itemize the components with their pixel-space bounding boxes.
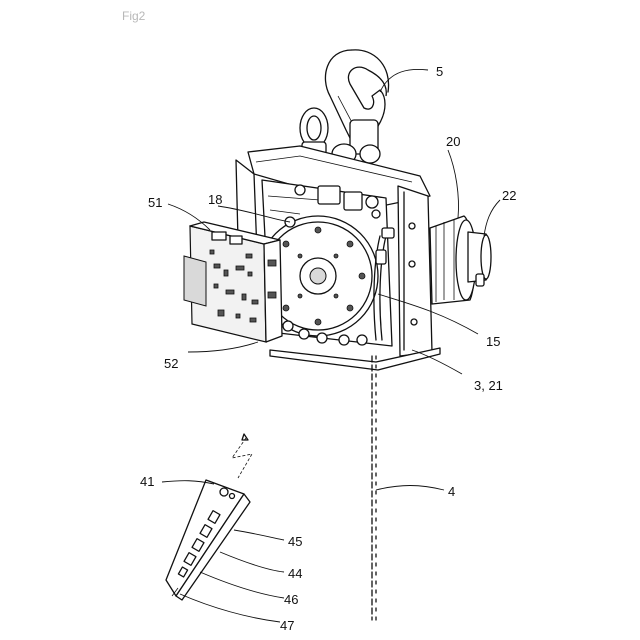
- label-41: 41: [140, 474, 154, 489]
- label-46: 46: [284, 592, 298, 607]
- label-18: 18: [208, 192, 222, 207]
- motor-brake: [468, 232, 491, 286]
- label-47: 47: [280, 618, 294, 633]
- label-15: 15: [486, 334, 500, 349]
- pendant-remote: [166, 480, 250, 600]
- label-5: 5: [436, 64, 443, 79]
- label-4: 4: [448, 484, 455, 499]
- wireless-signal-icon: [232, 434, 252, 478]
- figure-label: Fig2: [122, 9, 146, 23]
- label-20: 20: [446, 134, 460, 149]
- label-52: 52: [164, 356, 178, 371]
- label-22: 22: [502, 188, 516, 203]
- label-3-21: 3, 21: [474, 378, 503, 393]
- control-board: [184, 222, 282, 342]
- label-44: 44: [288, 566, 302, 581]
- label-45: 45: [288, 534, 302, 549]
- suspension-hook: [325, 50, 388, 154]
- load-chain: [372, 356, 376, 620]
- label-51: 51: [148, 195, 162, 210]
